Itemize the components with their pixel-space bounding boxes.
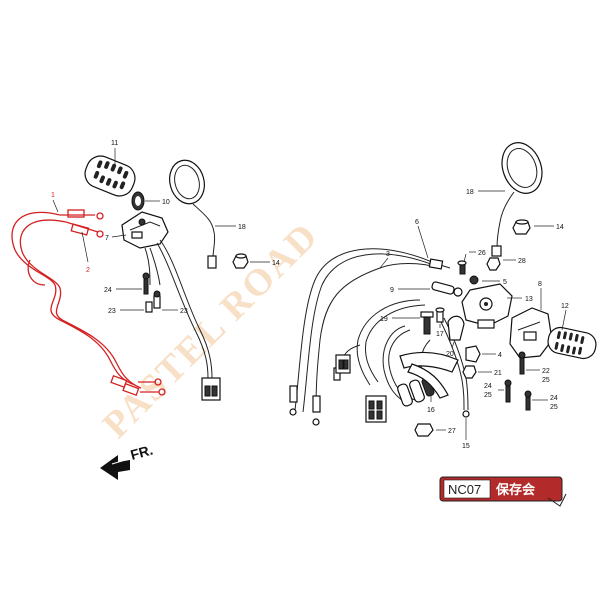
- callout-8: 8: [538, 281, 542, 288]
- callout-1: 1: [51, 192, 55, 199]
- callout-23b: 23: [180, 308, 188, 315]
- callout-18b: 18: [466, 189, 474, 196]
- holder-20: [447, 315, 465, 341]
- right-switch-housing: [509, 307, 553, 359]
- callout-18a: 18: [238, 224, 246, 231]
- callout-23a: 23: [108, 308, 116, 315]
- cable-end-left: [289, 367, 341, 426]
- nut-27: [414, 423, 434, 437]
- left-screw-23b: [153, 290, 161, 309]
- callout-10: 10: [162, 199, 170, 206]
- callout-9: 9: [390, 287, 394, 294]
- left-switch-housing: [121, 211, 169, 249]
- callout-24c: 24: [550, 395, 558, 402]
- callout-7: 7: [105, 235, 109, 242]
- logo-club: 保存会: [495, 482, 536, 498]
- club-logo: NC07 保存会: [439, 476, 567, 507]
- callout-24b: 24: [484, 383, 492, 390]
- throttle-cable-highlighted: [11, 209, 166, 396]
- callout-14a: 14: [272, 260, 280, 267]
- left-screw-23a: [145, 301, 153, 313]
- callout-17: 17: [436, 331, 444, 338]
- callout-28: 28: [518, 258, 526, 265]
- front-label: FR.: [129, 442, 155, 463]
- bar-end: [131, 191, 145, 211]
- cable-adjuster: [431, 281, 463, 297]
- callout-16: 16: [427, 407, 435, 414]
- left-switch-connector: [201, 377, 221, 401]
- callout-22: 22: [542, 368, 550, 375]
- right-mirror-nut: [512, 219, 531, 235]
- left-mirror-nut: [232, 253, 249, 269]
- callout-21: 21: [494, 370, 502, 377]
- lever-perch: [461, 283, 513, 329]
- clamp-4: [465, 345, 481, 363]
- pin-17: [435, 307, 445, 323]
- clutch-lever: [399, 351, 459, 399]
- nut-28: [486, 257, 501, 271]
- left-screw-24: [142, 272, 150, 295]
- callout-24a: 24: [104, 287, 112, 294]
- left-mirror: [169, 159, 217, 269]
- right-throttle-grip: [547, 326, 597, 360]
- callout-25c: 25: [550, 404, 558, 411]
- pivot-bolt: [469, 275, 479, 285]
- right-screw-a: [518, 351, 526, 375]
- left-grip: [84, 155, 136, 197]
- callout-25a: 25: [542, 377, 550, 384]
- right-screw-b: [504, 379, 512, 403]
- callout-26: 26: [478, 250, 486, 257]
- screw-26: [457, 260, 467, 275]
- logo-model: NC07: [448, 482, 481, 497]
- front-direction-indicator: FR.: [100, 442, 155, 480]
- callout-12: 12: [561, 303, 569, 310]
- callout-2: 2: [86, 267, 90, 274]
- callout-14b: 14: [556, 224, 564, 231]
- callout-6: 6: [415, 219, 419, 226]
- callout-5: 5: [503, 279, 507, 286]
- callout-13: 13: [525, 296, 533, 303]
- callout-11: 11: [111, 140, 118, 147]
- callout-19: 19: [380, 316, 388, 323]
- bolt-19: [420, 311, 434, 335]
- callout-4: 4: [498, 352, 502, 359]
- callout-20: 20: [446, 351, 454, 358]
- callout-3: 3: [386, 251, 390, 258]
- callout-25b: 25: [484, 392, 492, 399]
- right-mirror: [491, 142, 543, 257]
- nut-21: [462, 365, 477, 379]
- callout-27: 27: [448, 428, 456, 435]
- callout-15: 15: [462, 443, 470, 450]
- right-screw-c: [524, 390, 532, 411]
